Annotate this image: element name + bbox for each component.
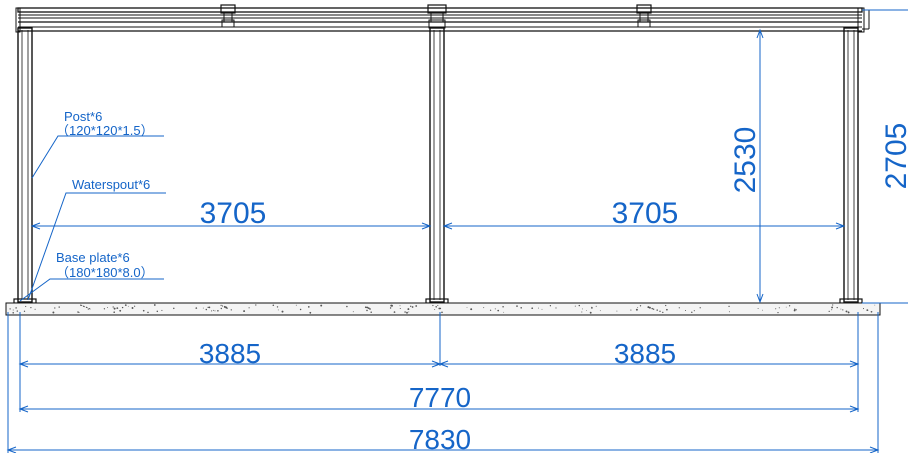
- dim-bay-center-left: 3885: [199, 338, 261, 369]
- dim-bay-clear: 3705 3705: [30, 197, 846, 230]
- dim-bay-center: 3885 3885: [18, 338, 860, 369]
- callout-waterspout-name: Waterspout*6: [72, 177, 150, 192]
- callout-post: Post*6 （120*120*1.5）: [31, 109, 164, 179]
- post-left: [17, 27, 33, 303]
- dim-overall-length: 7830: [6, 424, 880, 453]
- dim-extension-lines: [7, 312, 879, 453]
- dim-overall-height-label: 2705: [880, 123, 908, 190]
- dim-post-height: 2530: [729, 28, 764, 304]
- roof-bracket-3: [636, 4, 652, 28]
- ground-slab: [5, 302, 881, 316]
- callout-base-plate-spec: （180*180*8.0）: [56, 265, 154, 280]
- roof-bracket-1: [220, 4, 236, 28]
- dim-bay-clear-right: 3705: [612, 197, 679, 230]
- dim-post-height-label: 2530: [729, 127, 762, 194]
- callout-post-spec: （120*120*1.5）: [56, 123, 154, 138]
- dim-post-center-span-label: 7770: [409, 382, 471, 413]
- dim-bay-center-right: 3885: [614, 338, 676, 369]
- callout-base-plate-name: Base plate*6: [56, 250, 130, 265]
- callout-post-name: Post*6: [64, 109, 102, 124]
- ground-texture: [9, 304, 876, 314]
- callout-base-plate: Base plate*6 （180*180*8.0）: [19, 250, 164, 302]
- dim-overall-height: 2705: [862, 9, 908, 304]
- post-right: [843, 27, 859, 303]
- dim-overall-length-label: 7830: [409, 424, 471, 453]
- dim-post-center-span: 7770: [18, 382, 860, 413]
- callout-waterspout: Waterspout*6: [27, 177, 166, 301]
- dim-bay-clear-left: 3705: [200, 197, 267, 230]
- post-middle: [429, 27, 445, 303]
